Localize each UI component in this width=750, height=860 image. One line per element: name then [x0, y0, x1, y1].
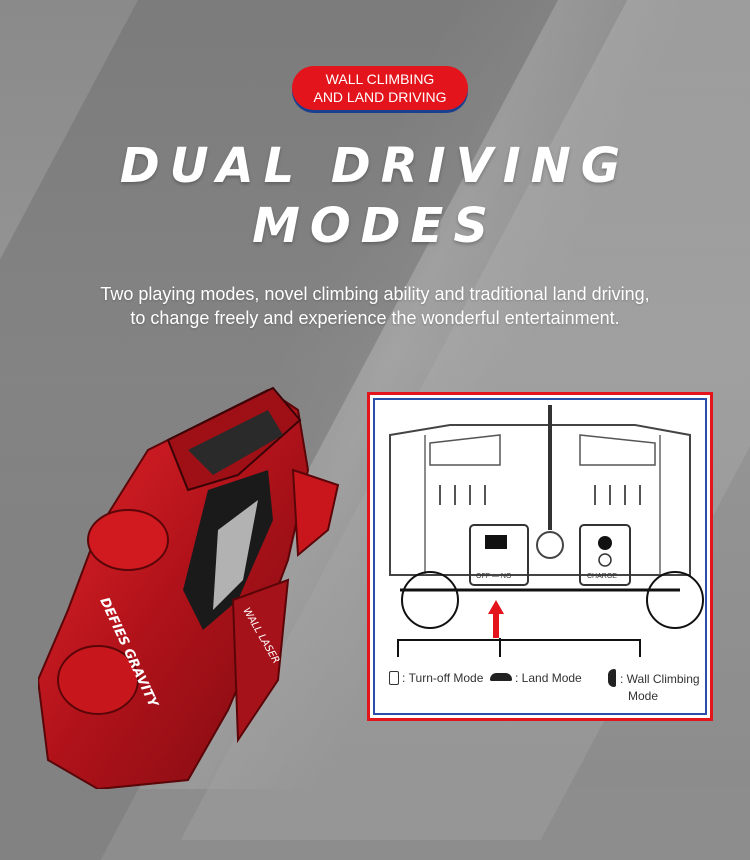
red-arrow-icon: [488, 600, 504, 638]
description: Two playing modes, novel climbing abilit…: [40, 282, 710, 330]
mode-badge: WALL CLIMBING AND LAND DRIVING: [292, 66, 468, 110]
rectangle-icon: [389, 671, 399, 685]
remote-control-drawing: [389, 405, 704, 657]
badge-line-1: WALL CLIMBING: [325, 71, 435, 87]
headline-line-2: MODES: [252, 198, 498, 254]
legend-turn-off: : Turn-off Mode: [402, 671, 484, 685]
badge-line-2: AND LAND DRIVING: [313, 89, 447, 105]
legend-land: : Land Mode: [515, 671, 582, 685]
wall-car-icon: [608, 669, 616, 687]
legend-land-label: Land Mode: [521, 671, 582, 685]
car-icon: [490, 673, 512, 681]
headline-line-1: DUAL DRIVING: [119, 138, 631, 194]
legend-wall-label-2: Mode: [628, 689, 659, 703]
legend-wall-label-1: Wall Climbing: [626, 672, 700, 686]
rc-car-image: DEFIES GRAVITY WALL LASER: [38, 386, 340, 789]
description-line-1: Two playing modes, novel climbing abilit…: [100, 284, 650, 304]
charge-label: CHARGE: [587, 573, 617, 580]
switch-label: OFF — NO: [476, 573, 512, 580]
legend-turn-off-label: Turn-off Mode: [408, 671, 484, 685]
remote-diagram-panel: OFF — NO CHARGE : Turn-off Mode : Land M…: [367, 392, 713, 721]
diagram-frame: [373, 398, 707, 715]
description-line-2: to change freely and experience the wond…: [130, 308, 620, 328]
